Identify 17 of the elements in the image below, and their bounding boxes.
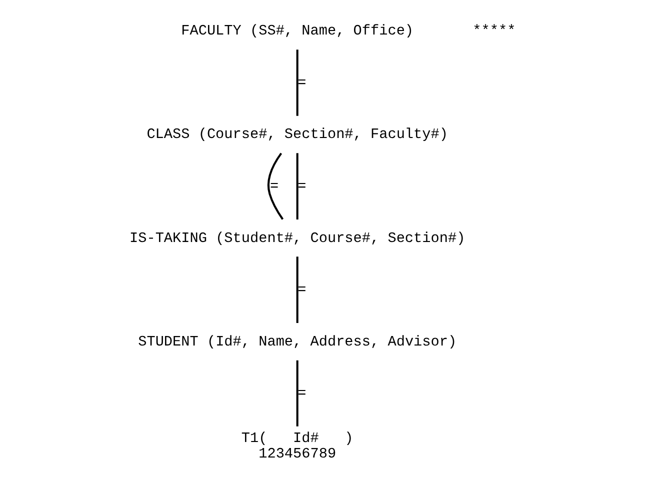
edge-label: = (270, 179, 279, 195)
node-text: FACULTY (SS#, Name, Office) (181, 24, 414, 40)
connector (296, 153, 298, 220)
label: ***** (472, 24, 516, 40)
connector (296, 360, 298, 426)
node-text: STUDENT (Id#, Name, Address, Advisor) (138, 334, 457, 350)
connector (268, 152, 284, 220)
node-text: IS-TAKING (Student#, Course#, Section#) (129, 230, 466, 247)
edge-label: = (298, 179, 306, 195)
connector (296, 256, 298, 323)
node-text: T1( Id# ) (241, 431, 354, 448)
edge-label: = (298, 282, 306, 299)
node-text: CLASS (Course#, Section#, Faculty#) (146, 127, 448, 144)
edge-label: = (298, 75, 306, 92)
node-label: 123456789 (258, 446, 336, 463)
connector (296, 50, 298, 116)
edge-label: = (298, 386, 306, 402)
